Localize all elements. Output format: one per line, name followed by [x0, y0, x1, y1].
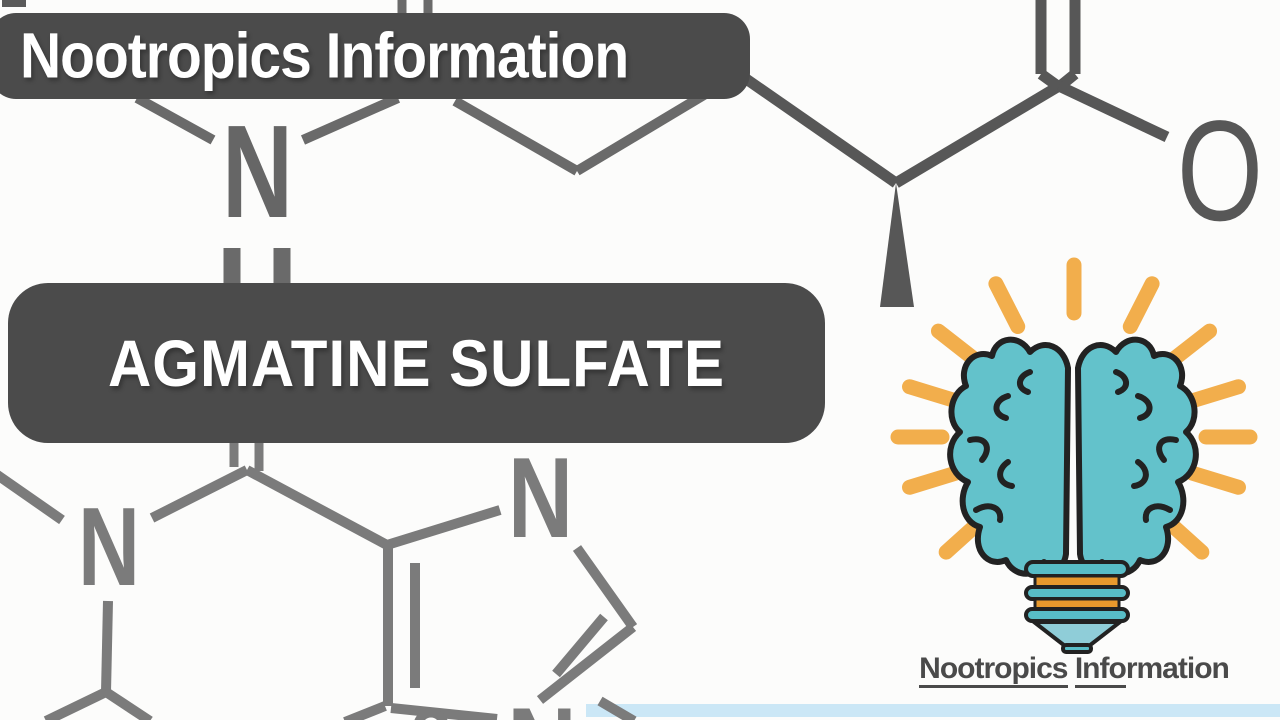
logo-caption-word1: Nootropics — [919, 652, 1069, 688]
molecule-fragment-right — [707, 0, 1170, 307]
channel-name-banner: Nootropics Information — [0, 13, 750, 99]
channel-name-text: Nootropics Information — [20, 20, 629, 92]
video-title-banner: AGMATINE SULFATE — [8, 283, 825, 443]
atom-label-n2: N — [78, 485, 140, 609]
logo-caption-word2-rest: rmation — [1125, 652, 1230, 685]
bulb-base — [1024, 560, 1130, 654]
logo-caption-word2-underlined: Info — [1074, 652, 1127, 688]
atom-label-n3: N — [507, 683, 577, 720]
molecule-bond-stub — [2, 0, 26, 7]
atom-label-n1: N — [222, 98, 293, 245]
stereo-wedge-bond — [880, 183, 914, 307]
brain-lightbulb-logo — [890, 257, 1258, 654]
bottom-accent-bar — [586, 704, 1280, 717]
atom-label-o: O — [1177, 92, 1263, 251]
atom-label-n4: N — [508, 435, 573, 562]
video-title-text: AGMATINE SULFATE — [107, 326, 726, 400]
molecule-fragment-lower — [0, 443, 638, 720]
logo-caption: Nootropics Information — [898, 652, 1250, 688]
